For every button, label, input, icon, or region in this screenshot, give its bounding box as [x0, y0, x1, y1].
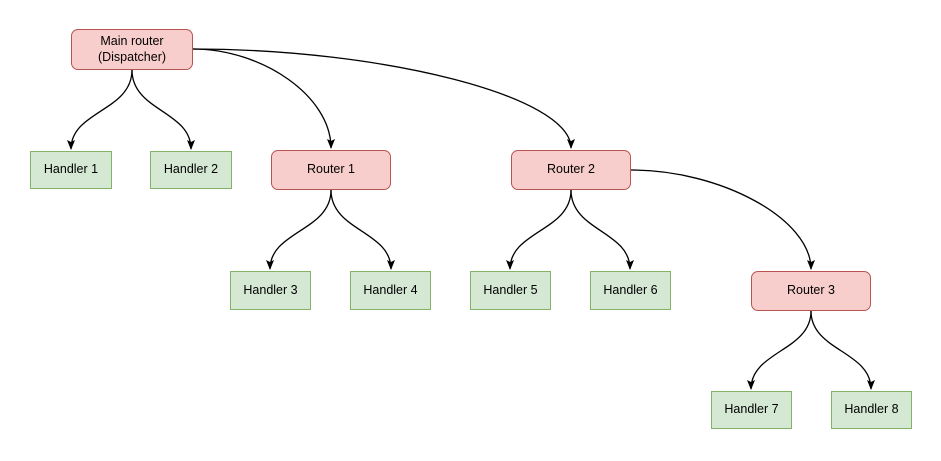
node-router-2-label: Router 2 — [547, 162, 595, 177]
edge-main-handler1 — [67, 69, 133, 150]
node-main-router[interactable]: Main router (Dispatcher) — [71, 29, 193, 70]
node-handler-4[interactable]: Handler 4 — [350, 271, 431, 310]
node-main-router-label: Main router (Dispatcher) — [97, 33, 167, 64]
edge-router3-handler7 — [747, 310, 812, 390]
node-handler-6-label: Handler 6 — [603, 282, 658, 297]
edge-main-router2 — [192, 48, 575, 149]
edge-router1-handler4 — [330, 189, 395, 270]
node-router-3-label: Router 3 — [787, 283, 835, 298]
edge-main-handler2 — [131, 69, 195, 150]
node-router-1-label: Router 1 — [307, 162, 355, 177]
node-handler-1[interactable]: Handler 1 — [30, 151, 112, 189]
node-router-2[interactable]: Router 2 — [511, 150, 631, 190]
edge-router1-handler3 — [266, 189, 332, 270]
node-handler-7-label: Handler 7 — [724, 402, 779, 417]
edge-main-router1 — [192, 48, 335, 149]
node-handler-3-label: Handler 3 — [243, 282, 298, 297]
node-handler-2[interactable]: Handler 2 — [150, 151, 232, 189]
node-router-1[interactable]: Router 1 — [271, 150, 391, 190]
node-handler-4-label: Handler 4 — [363, 282, 418, 297]
edge-router2-handler5 — [506, 189, 572, 270]
node-handler-5[interactable]: Handler 5 — [470, 271, 551, 310]
node-handler-2-label: Handler 2 — [163, 162, 219, 177]
edge-router3-handler8 — [810, 310, 875, 390]
edge-router2-handler6 — [570, 189, 634, 270]
node-handler-1-label: Handler 1 — [43, 162, 99, 177]
node-handler-5-label: Handler 5 — [483, 282, 538, 297]
node-handler-6[interactable]: Handler 6 — [590, 271, 671, 310]
node-handler-8-label: Handler 8 — [844, 402, 899, 417]
node-router-3[interactable]: Router 3 — [751, 271, 871, 311]
node-handler-7[interactable]: Handler 7 — [711, 391, 792, 429]
node-handler-8[interactable]: Handler 8 — [831, 391, 912, 429]
node-handler-3[interactable]: Handler 3 — [230, 271, 311, 310]
edge-router2-router3 — [630, 169, 815, 270]
